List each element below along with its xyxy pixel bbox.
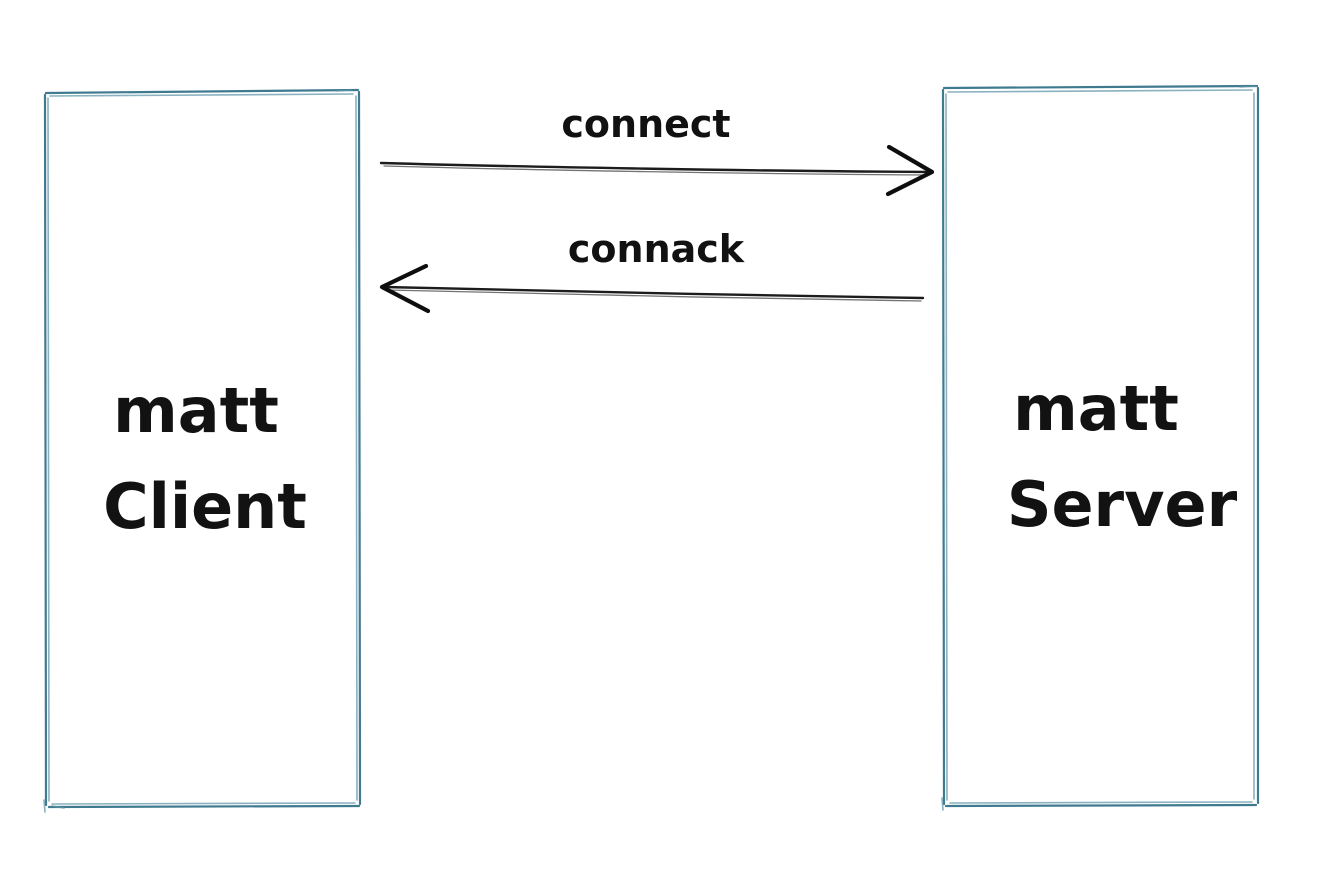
- node-client-border: [43, 88, 362, 809]
- node-client-fill: [45, 92, 359, 805]
- node-server-corner-overshoot: [941, 85, 1257, 811]
- node-server-border: [941, 84, 1260, 808]
- node-client-corner-overshoot: [43, 89, 352, 813]
- node-client-border-secondary: [47, 93, 358, 805]
- edge-connack-label: connack: [568, 227, 745, 271]
- node-client[interactable]: matt Client: [43, 88, 362, 813]
- node-server-label-bottom: Server: [1007, 468, 1238, 541]
- edge-connect[interactable]: connect: [379, 102, 935, 197]
- node-server-fill: [944, 88, 1257, 805]
- edge-connect-line-secondary: [383, 165, 927, 176]
- edge-connack-line: [382, 285, 925, 300]
- edge-connect-label: connect: [561, 102, 730, 146]
- node-server[interactable]: matt Server: [941, 84, 1260, 811]
- node-client-label-bottom: Client: [103, 470, 307, 543]
- edge-connect-arrowhead: [885, 144, 935, 197]
- node-client-label-top: matt: [113, 374, 279, 447]
- node-server-label-top: matt: [1013, 372, 1179, 445]
- edge-connack-arrowhead: [379, 263, 431, 314]
- edge-connect-line: [379, 161, 931, 174]
- edge-connack-line-secondary: [386, 289, 922, 302]
- edge-connack[interactable]: connack: [379, 227, 925, 314]
- node-server-border-secondary: [945, 89, 1255, 804]
